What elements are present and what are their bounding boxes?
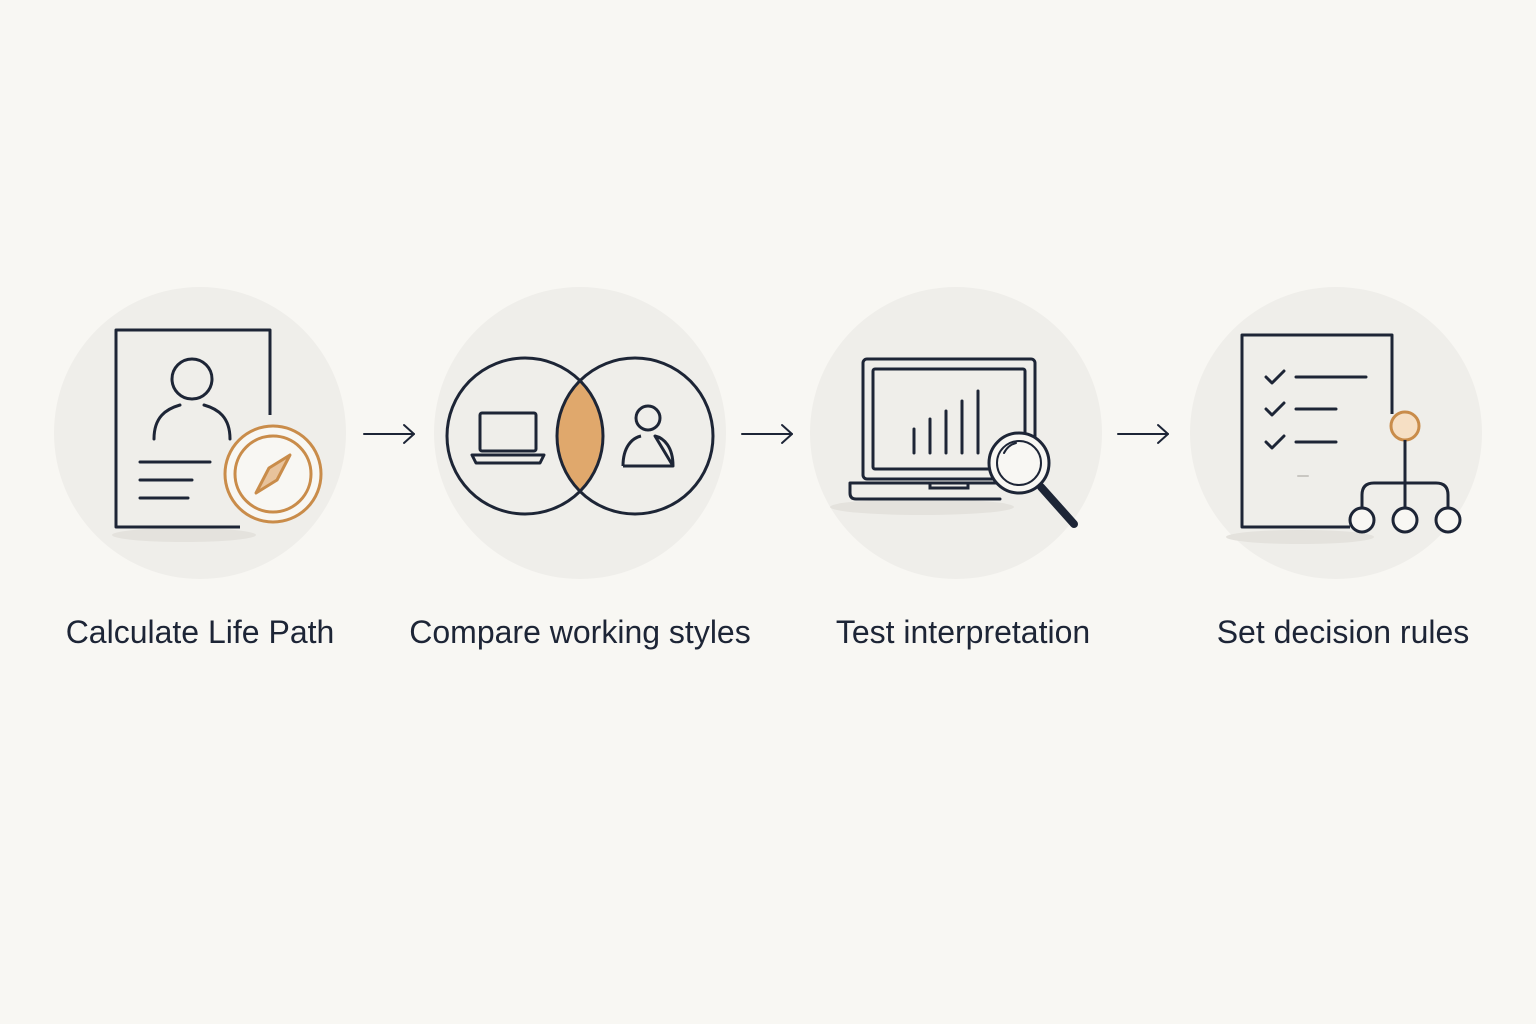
- right-arrow-icon: [1114, 420, 1174, 448]
- step-label-set-decision-rules: Set decision rules: [1216, 614, 1470, 650]
- step-label-calculate-life-path: Calculate Life Path: [65, 614, 335, 650]
- step-label-test-interpretation: Test interpretation: [835, 614, 1091, 650]
- checklist-hierarchy-icon: [1190, 287, 1482, 579]
- profile-compass-icon: [54, 287, 346, 579]
- right-arrow-icon: [360, 420, 420, 448]
- venn-laptop-person-icon: [434, 287, 726, 579]
- step-label-compare-working-styles: Compare working styles: [409, 614, 751, 650]
- right-arrow-icon: [738, 420, 798, 448]
- laptop-chart-magnifier-icon: [810, 287, 1102, 579]
